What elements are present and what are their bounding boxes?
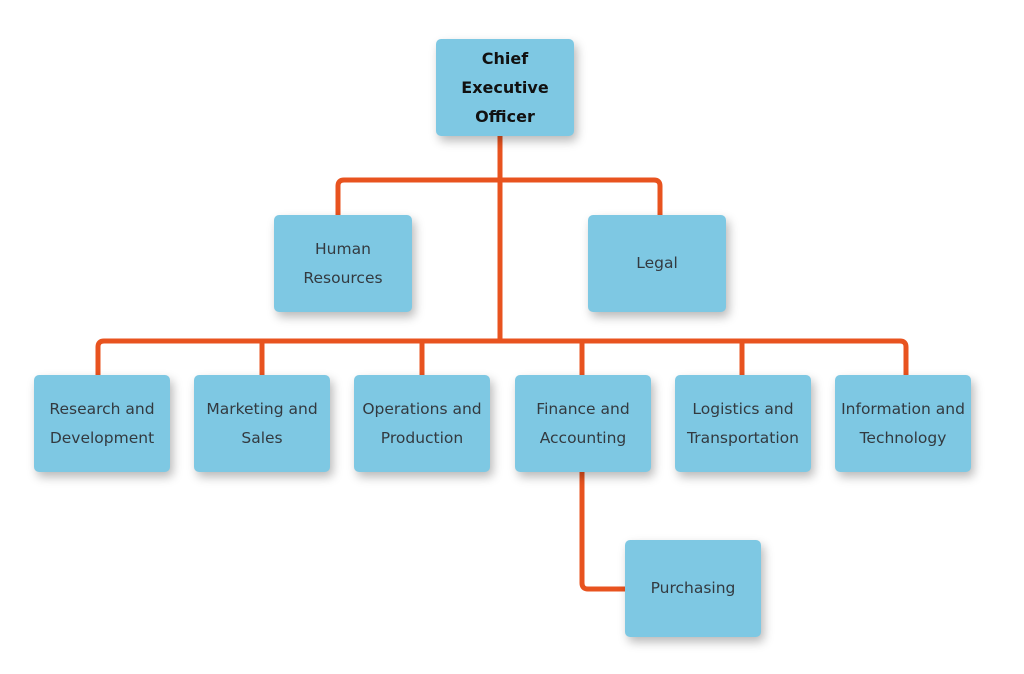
node-label: Operations and Production [362, 399, 482, 447]
node-finance-and-accounting: Finance and Accounting [515, 375, 651, 472]
node-label: Human Resources [303, 239, 383, 287]
connector-purchasing [579, 469, 628, 592]
connector-group [95, 133, 909, 592]
node-chief-executive-officer: Chief Executive Officer [436, 39, 574, 136]
node-logistics-and-transportation: Logistics and Transportation [675, 375, 811, 472]
node-label: Purchasing [650, 579, 736, 597]
node-label: Information and Technology [841, 399, 965, 447]
node-label: Chief Executive Officer [461, 49, 549, 126]
node-human-resources: Human Resources [274, 215, 412, 312]
node-operations-and-production: Operations and Production [354, 375, 490, 472]
connector-staff-bar [335, 177, 663, 218]
node-label: Legal [636, 254, 678, 272]
node-purchasing: Purchasing [625, 540, 761, 637]
node-label: Research and Development [49, 399, 155, 447]
connector-dept-bar [95, 338, 909, 378]
node-marketing-and-sales: Marketing and Sales [194, 375, 330, 472]
node-research-and-development: Research and Development [34, 375, 170, 472]
node-label: Finance and Accounting [536, 399, 630, 447]
node-label: Marketing and Sales [206, 399, 318, 447]
node-label: Logistics and Transportation [687, 399, 799, 447]
node-legal: Legal [588, 215, 726, 312]
node-information-and-technology: Information and Technology [835, 375, 971, 472]
